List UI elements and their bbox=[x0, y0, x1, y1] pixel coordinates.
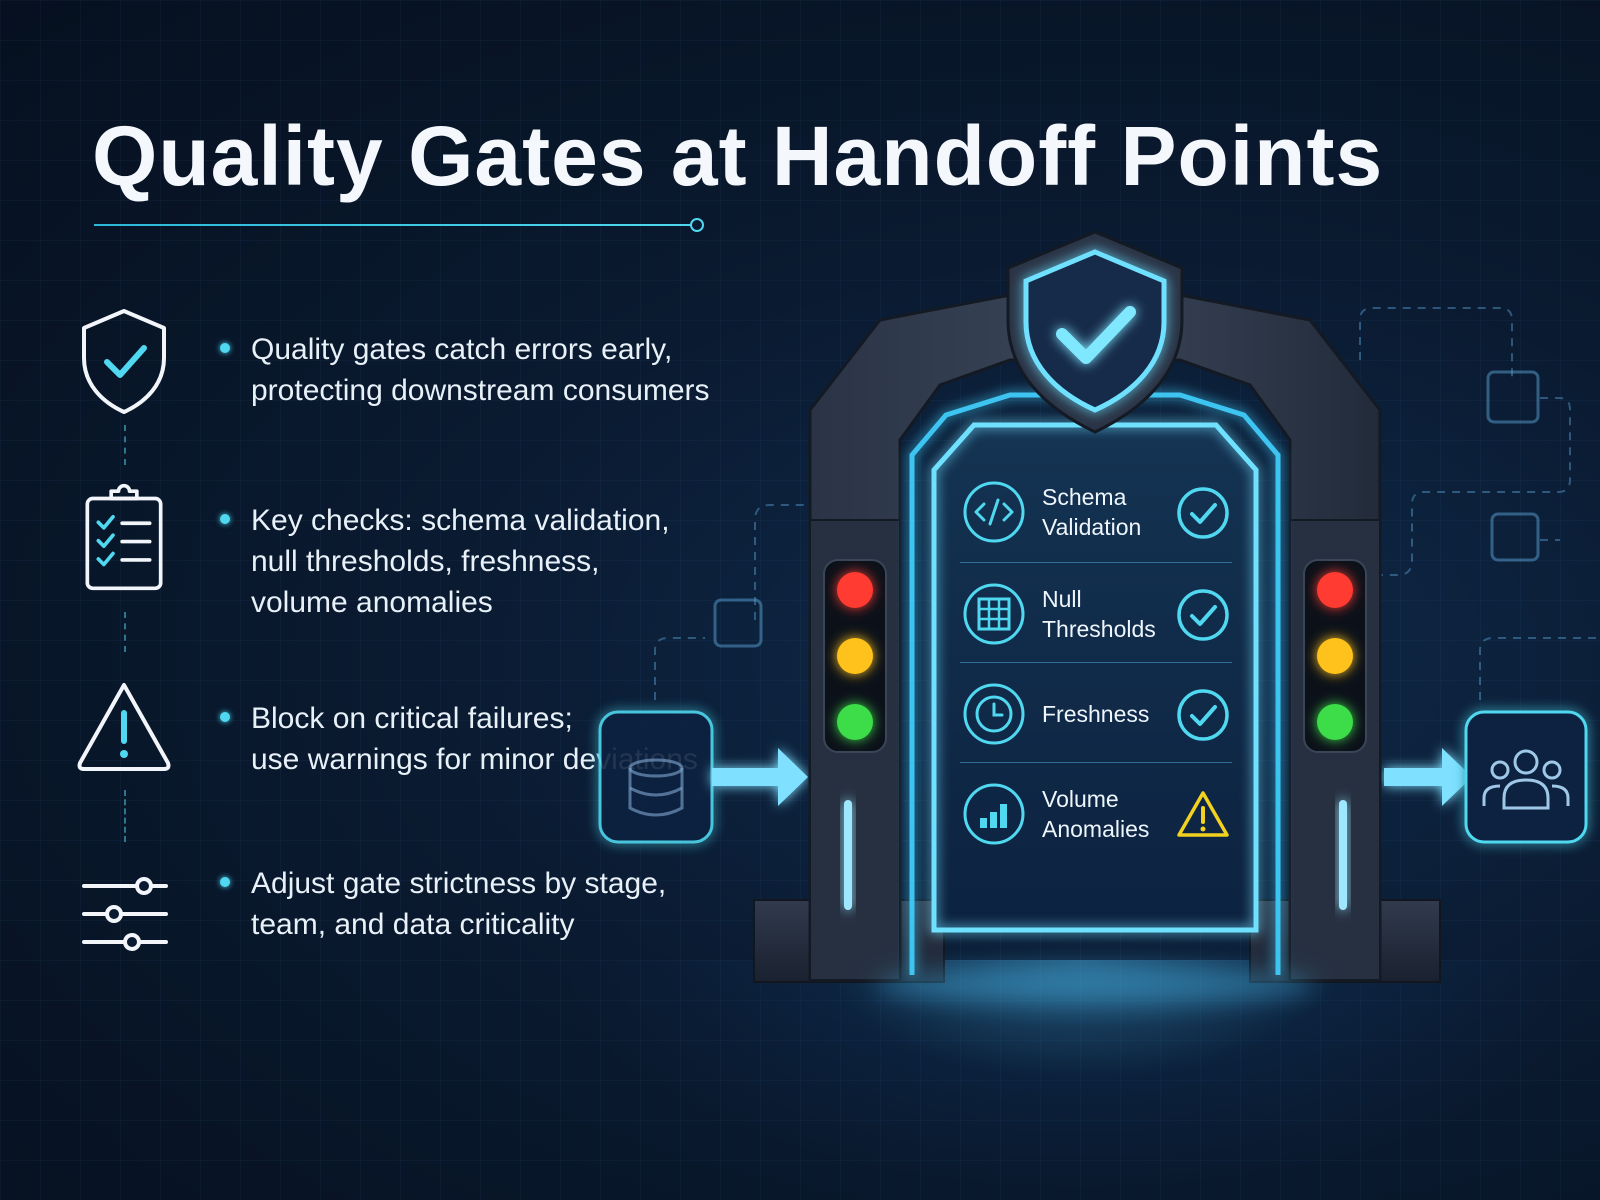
timeline-connector bbox=[124, 612, 126, 652]
input-database-box bbox=[598, 710, 714, 844]
check-label: Null bbox=[1042, 586, 1082, 612]
bullet-dot bbox=[220, 712, 230, 722]
title-underline-dot bbox=[690, 218, 704, 232]
bullet-text: protecting downstream consumers bbox=[251, 374, 710, 407]
output-arrow-icon bbox=[1384, 748, 1472, 806]
check-circle-icon bbox=[1177, 689, 1229, 741]
output-users-box bbox=[1464, 710, 1588, 844]
row-divider bbox=[960, 562, 1232, 563]
check-circle-icon bbox=[1177, 487, 1229, 539]
row-divider bbox=[960, 662, 1232, 663]
bullet-text: Adjust gate strictness by stage, bbox=[251, 867, 667, 900]
sliders-icon bbox=[82, 877, 168, 951]
timeline-connector bbox=[124, 425, 126, 465]
circuit-node bbox=[1486, 370, 1540, 424]
check-row-volume-anomalies: Volume Anomalies bbox=[960, 766, 1232, 862]
check-row-schema-validation: Schema Validation bbox=[960, 464, 1232, 560]
bullet-dot bbox=[220, 514, 230, 524]
bullet-text: Key checks: schema validation, bbox=[251, 504, 670, 537]
code-icon bbox=[963, 481, 1025, 543]
warning-icon bbox=[1177, 791, 1229, 837]
floor-reflection bbox=[875, 965, 1315, 1005]
page-title: Quality Gates at Handoff Points bbox=[92, 109, 1384, 203]
check-label: Validation bbox=[1042, 514, 1142, 540]
circuit-lines bbox=[654, 307, 1600, 700]
check-circle-icon bbox=[1177, 589, 1229, 641]
row-divider bbox=[960, 762, 1232, 763]
check-label: Volume bbox=[1042, 786, 1119, 812]
title-underline bbox=[94, 224, 694, 226]
check-label: Freshness bbox=[1042, 701, 1150, 727]
check-row-null-thresholds: Null Thresholds bbox=[960, 566, 1232, 662]
bullet-text: Quality gates catch errors early, bbox=[251, 333, 673, 366]
database-icon bbox=[628, 758, 684, 817]
check-label: Schema bbox=[1042, 484, 1127, 510]
gate-screen bbox=[931, 422, 1259, 933]
shield-check-icon bbox=[82, 309, 166, 414]
bullet-text: volume anomalies bbox=[251, 586, 493, 619]
bar-chart-icon bbox=[963, 783, 1025, 845]
clipboard-checklist-icon bbox=[85, 483, 163, 591]
input-arrow-icon bbox=[712, 748, 808, 806]
bullet-text: null thresholds, freshness, bbox=[251, 545, 600, 578]
bullet-dot bbox=[220, 343, 230, 353]
gate-top-shield bbox=[1006, 230, 1184, 434]
bullet-dot bbox=[220, 877, 230, 887]
traffic-light-right bbox=[1317, 572, 1353, 740]
timeline-connector bbox=[124, 790, 126, 842]
grid-table-icon bbox=[963, 583, 1025, 645]
bullet-text: team, and data criticality bbox=[251, 908, 575, 941]
check-row-freshness: Freshness bbox=[960, 666, 1232, 762]
circuit-node bbox=[713, 598, 763, 648]
bullet-text: Block on critical failures; bbox=[251, 702, 573, 735]
warning-triangle-icon bbox=[77, 683, 171, 771]
check-label: Thresholds bbox=[1042, 616, 1156, 642]
users-icon bbox=[1482, 749, 1570, 810]
circuit-node bbox=[1490, 512, 1540, 562]
check-label: Anomalies bbox=[1042, 816, 1150, 842]
traffic-light-left bbox=[837, 572, 873, 740]
clock-icon bbox=[963, 683, 1025, 745]
